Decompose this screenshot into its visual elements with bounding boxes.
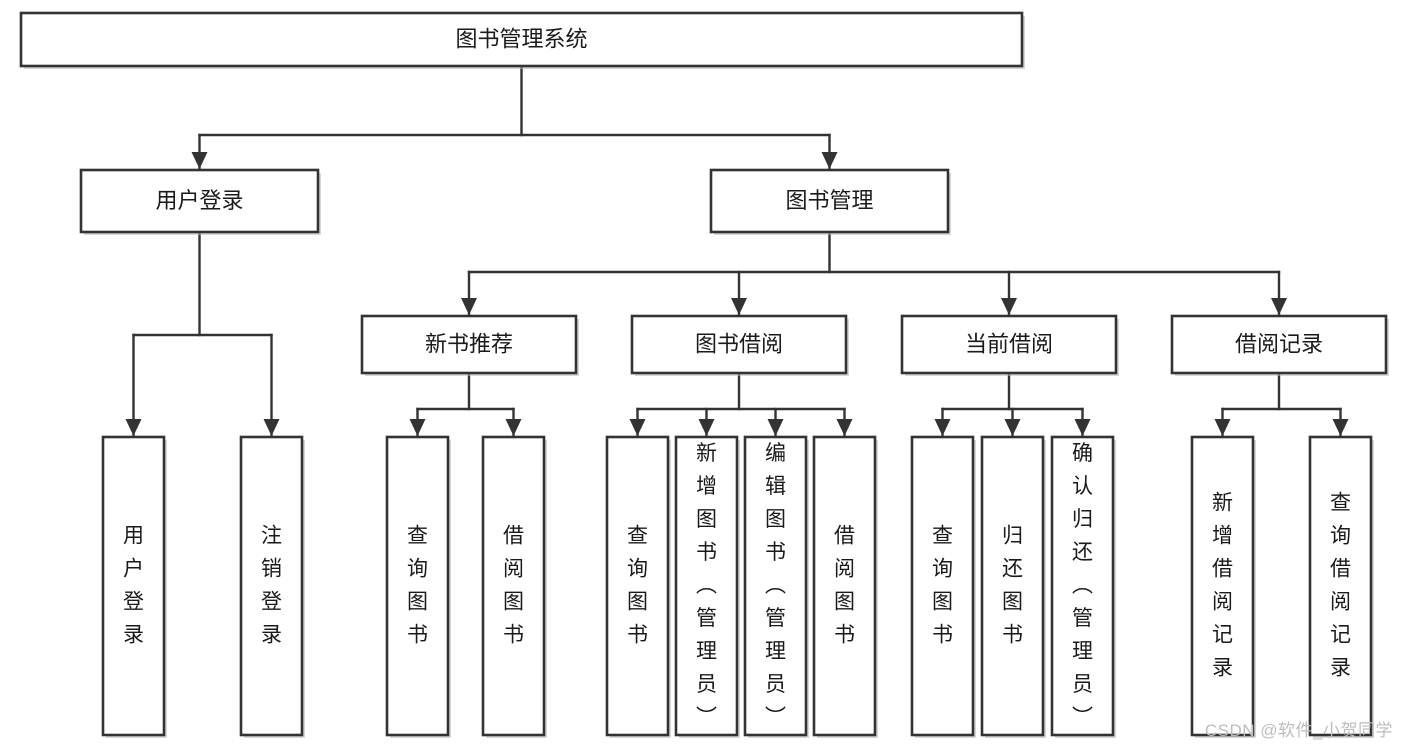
arrow-head bbox=[731, 298, 747, 315]
node-label: 注销登录 bbox=[261, 525, 282, 647]
arrow-head bbox=[767, 419, 784, 436]
node-label: 新书推荐 bbox=[425, 331, 513, 356]
node-box bbox=[481, 435, 546, 737]
node-box bbox=[630, 314, 848, 375]
node-box bbox=[1170, 314, 1388, 375]
node-label: 查询图书 bbox=[407, 525, 428, 647]
node-label: 查询图书 bbox=[627, 525, 648, 647]
node-box bbox=[980, 435, 1045, 737]
node-leaf-10[interactable]: 确认归还︵管理员︶ bbox=[1050, 435, 1116, 738]
arrow-head bbox=[1332, 419, 1349, 436]
node-root-system[interactable]: 图书管理系统 bbox=[19, 11, 1025, 69]
node-label: 用户登录 bbox=[123, 525, 144, 647]
node-label: 新增借阅记录 bbox=[1212, 492, 1233, 680]
node-label: 新增图书︵管理员︶ bbox=[696, 442, 717, 729]
node-label: 归还图书 bbox=[1002, 525, 1023, 647]
arrow-head bbox=[263, 419, 280, 436]
node-label: 查询图书 bbox=[932, 525, 953, 647]
node-label: 编辑图书︵管理员︶ bbox=[765, 442, 786, 729]
node-box bbox=[812, 435, 877, 737]
node-level3-2[interactable]: 当前借阅 bbox=[900, 314, 1119, 376]
node-box bbox=[79, 168, 320, 234]
node-leaf-11[interactable]: 新增借阅记录 bbox=[1190, 435, 1256, 738]
node-box bbox=[674, 435, 739, 737]
node-box bbox=[239, 435, 304, 737]
arrow-head bbox=[409, 419, 426, 436]
node-label: 图书借阅 bbox=[695, 331, 783, 356]
node-leaf-7[interactable]: 借阅图书 bbox=[812, 435, 878, 738]
node-box bbox=[19, 11, 1024, 68]
node-leaf-8[interactable]: 查询图书 bbox=[910, 435, 976, 738]
node-box bbox=[605, 435, 670, 737]
node-label: 图书管理系统 bbox=[455, 26, 587, 51]
node-box bbox=[910, 435, 975, 737]
node-label: 查询借阅记录 bbox=[1330, 492, 1351, 680]
node-leaf-4[interactable]: 查询图书 bbox=[605, 435, 671, 738]
node-box bbox=[709, 168, 950, 234]
arrow-head bbox=[698, 419, 715, 436]
node-level3-0[interactable]: 新书推荐 bbox=[360, 314, 579, 376]
node-leaf-1[interactable]: 注销登录 bbox=[239, 435, 305, 738]
arrow-head bbox=[1271, 298, 1287, 315]
node-label: 借阅图书 bbox=[834, 525, 855, 647]
arrow-head bbox=[629, 419, 646, 436]
node-leaf-12[interactable]: 查询借阅记录 bbox=[1308, 435, 1374, 738]
node-level3-1[interactable]: 图书借阅 bbox=[630, 314, 849, 376]
node-label: 借阅记录 bbox=[1235, 331, 1323, 356]
node-box bbox=[360, 314, 578, 375]
node-level3-3[interactable]: 借阅记录 bbox=[1170, 314, 1389, 376]
node-label: 当前借阅 bbox=[965, 331, 1053, 356]
node-box bbox=[1308, 435, 1373, 737]
arrow-head bbox=[1004, 419, 1021, 436]
arrow-head bbox=[836, 419, 853, 436]
arrow-head bbox=[191, 152, 208, 169]
arrow-head bbox=[1001, 298, 1017, 315]
node-leaf-9[interactable]: 归还图书 bbox=[980, 435, 1046, 738]
node-label: 图书管理 bbox=[785, 188, 873, 213]
node-box bbox=[743, 435, 808, 737]
node-box bbox=[1190, 435, 1255, 737]
arrow-head bbox=[1074, 419, 1091, 436]
node-leaf-0[interactable]: 用户登录 bbox=[101, 435, 167, 738]
arrow-head bbox=[505, 419, 522, 436]
node-level2-0[interactable]: 用户登录 bbox=[79, 168, 321, 235]
node-level2-1[interactable]: 图书管理 bbox=[709, 168, 951, 235]
watermark-text: CSDN @软件_小贺同学 bbox=[1204, 721, 1393, 740]
arrow-head bbox=[125, 419, 142, 436]
node-label: 借阅图书 bbox=[503, 525, 524, 647]
arrow-head bbox=[934, 419, 951, 436]
arrow-head bbox=[1214, 419, 1231, 436]
arrow-head bbox=[461, 298, 477, 315]
node-box bbox=[101, 435, 166, 737]
arrow-head bbox=[821, 152, 838, 169]
node-label: 用户登录 bbox=[155, 188, 243, 213]
node-box bbox=[900, 314, 1118, 375]
node-box bbox=[1050, 435, 1115, 737]
node-leaf-6[interactable]: 编辑图书︵管理员︶ bbox=[743, 435, 809, 738]
connector-lines bbox=[125, 64, 1349, 438]
node-box bbox=[385, 435, 450, 737]
node-leaf-2[interactable]: 查询图书 bbox=[385, 435, 451, 738]
node-label: 确认归还︵管理员︶ bbox=[1072, 442, 1093, 729]
node-leaf-3[interactable]: 借阅图书 bbox=[481, 435, 547, 738]
node-leaf-5[interactable]: 新增图书︵管理员︶ bbox=[674, 435, 740, 738]
diagram-nodes: 图书管理系统用户登录图书管理新书推荐图书借阅当前借阅借阅记录用户登录注销登录查询… bbox=[19, 11, 1389, 738]
